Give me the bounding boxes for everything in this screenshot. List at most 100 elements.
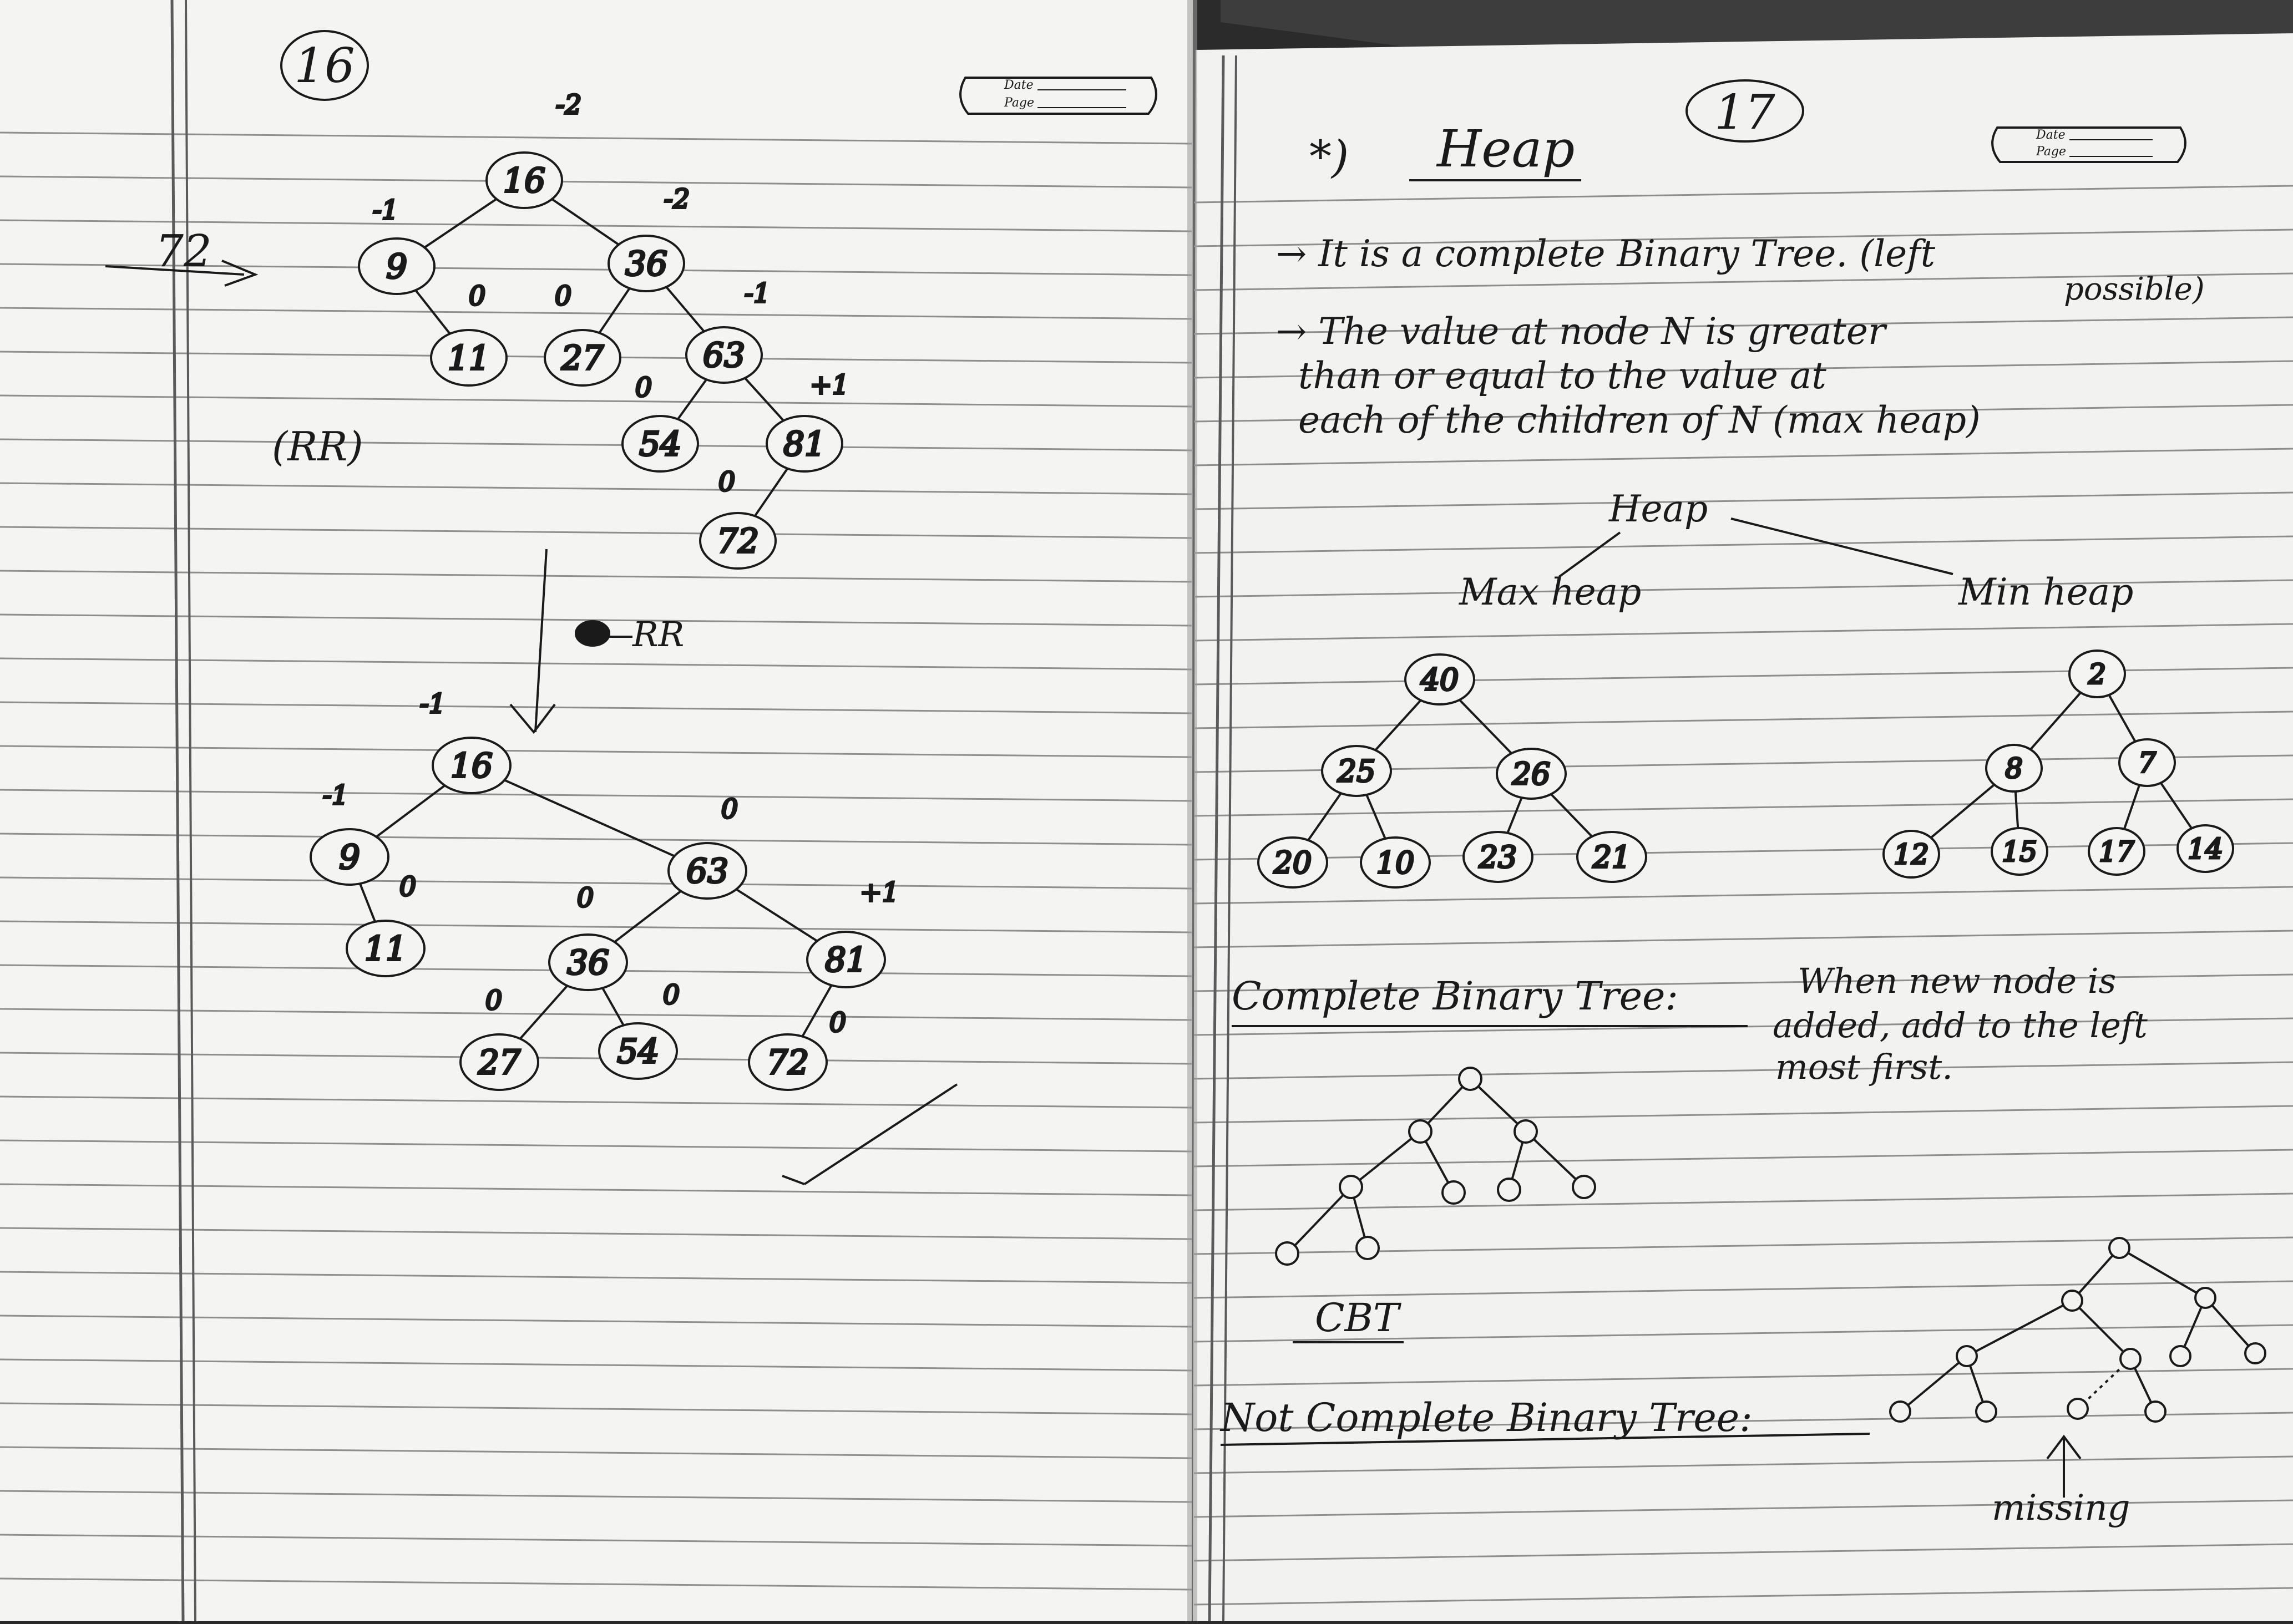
tree-node-81: 81 +1 <box>766 368 850 473</box>
classification-left: Max heap <box>1459 571 1641 613</box>
tree-node <box>1458 1067 1482 1091</box>
node-value: 11 <box>448 339 490 378</box>
date-label: Date <box>2036 128 2066 142</box>
rule-line <box>1193 798 2293 817</box>
tree-node <box>1275 1241 1299 1266</box>
heap-classification: Heap Max heap Min heap <box>1459 488 2133 613</box>
tree-node <box>1441 1180 1466 1205</box>
tree-node <box>1355 1236 1380 1260</box>
rotation-arrow <box>509 549 556 734</box>
bullet-line-3: → The value at node N is greater <box>1276 310 1887 353</box>
rule-line <box>0 613 1192 627</box>
rule-line <box>0 570 1192 583</box>
balance-factor: +1 <box>810 369 849 400</box>
missing-arrow <box>2046 1434 2082 1498</box>
tree-node-40: 40 <box>1404 653 1475 706</box>
page-number-circle <box>280 30 369 101</box>
tree-node-16: 16-2 <box>485 88 583 209</box>
balance-factor: 0 <box>399 871 417 902</box>
rule-line <box>1193 930 2293 948</box>
balance-factor: 0 <box>635 372 652 403</box>
balance-factor: -2 <box>556 89 582 120</box>
tree-node-81: 81+1 <box>806 876 900 988</box>
node-value: 40 <box>1420 662 1459 697</box>
tree-edge <box>471 764 708 872</box>
rule-line <box>0 1227 1192 1240</box>
tree-node <box>1408 1119 1433 1144</box>
tree-node <box>2244 1342 2266 1364</box>
rule-line <box>1193 1587 2293 1606</box>
node-circle <box>806 931 886 988</box>
rule-line <box>1193 535 2293 554</box>
cbt-definition: Complete Binary Tree: When new node is a… <box>1232 961 2148 1087</box>
rule-line <box>0 789 1192 802</box>
rotation-note: RR <box>632 614 684 654</box>
node-value: 11 <box>365 930 407 968</box>
rule-line <box>0 526 1192 539</box>
tree-node-72: 720 <box>699 465 777 570</box>
node-value: 36 <box>625 245 667 283</box>
tree-node-36: 36-2 <box>608 182 691 292</box>
not-cbt-label: Not Complete Binary Tree: <box>1219 1395 1753 1440</box>
node-value: 81 <box>783 425 826 464</box>
node-circle <box>608 235 685 292</box>
rule-line <box>0 833 1192 846</box>
rule-line <box>1193 1455 2293 1474</box>
rule-line <box>1193 1105 2293 1124</box>
rule-line <box>0 1446 1192 1459</box>
balance-factor: 0 <box>721 794 738 825</box>
bullet-line-2: possible) <box>2064 271 2205 307</box>
tree-node-16: 16-1 <box>419 687 512 794</box>
rule-line <box>0 482 1192 495</box>
node-circle <box>2176 824 2234 873</box>
node-value: 20 <box>1273 845 1312 880</box>
cbt-definition-line-3: most first. <box>1775 1047 1953 1087</box>
tree-node-14: 14 <box>2176 824 2234 873</box>
page-label: Page <box>1004 96 1034 110</box>
balance-factor: 0 <box>829 1007 847 1038</box>
right-page-content: 17 Date Page *) Heap → It is a complete … <box>1219 79 2266 1529</box>
node-circle <box>310 828 389 886</box>
balance-factor: -1 <box>373 195 399 226</box>
rule-line <box>0 1490 1192 1503</box>
node-value: 72 <box>767 1043 809 1082</box>
node-value: 17 <box>2099 836 2134 868</box>
tree-node-12: 12 <box>1882 830 1940 879</box>
rule-line <box>0 1095 1192 1109</box>
tree-node-36: 360 <box>548 881 628 991</box>
node-circle <box>2088 827 2145 876</box>
tree-node-9: 9-1 <box>310 779 389 886</box>
rule-line <box>1193 1324 2293 1343</box>
tree-edge <box>2071 1247 2120 1302</box>
rule-line <box>0 701 1192 714</box>
right-page <box>1193 33 2293 1622</box>
heap-definition: → It is a complete Binary Tree. (left po… <box>1276 232 2205 441</box>
node-value: 9 <box>339 838 360 877</box>
cbt-definition-label: Complete Binary Tree: <box>1232 973 1678 1019</box>
rule-line <box>1193 404 2293 423</box>
rule-line <box>0 1271 1192 1284</box>
rule-line <box>0 307 1192 320</box>
tree-node-63: 63-1 <box>685 277 771 384</box>
balance-factor: -1 <box>420 688 446 719</box>
rule-line <box>0 438 1192 451</box>
rule-line <box>0 876 1192 890</box>
rule-line <box>1193 710 2293 729</box>
heading-bullet: *) <box>1309 131 1349 182</box>
tree-node <box>2144 1400 2167 1423</box>
insert-note: 72 <box>155 225 212 277</box>
tree-node-27: 270 <box>459 984 539 1091</box>
tree-node <box>2061 1290 2083 1312</box>
bullet-line-4: than or equal to the value at <box>1298 354 1826 397</box>
tree-edge <box>1525 1130 1585 1188</box>
rule-line <box>1193 229 2293 247</box>
node-value: 23 <box>1479 840 1517 875</box>
node-value: 36 <box>567 943 609 982</box>
rule-line <box>1193 886 2293 905</box>
tree-node <box>1514 1119 1538 1144</box>
node-value: 7 <box>2138 747 2156 779</box>
tree-edge <box>1350 1130 1421 1188</box>
node-circle <box>346 920 426 977</box>
